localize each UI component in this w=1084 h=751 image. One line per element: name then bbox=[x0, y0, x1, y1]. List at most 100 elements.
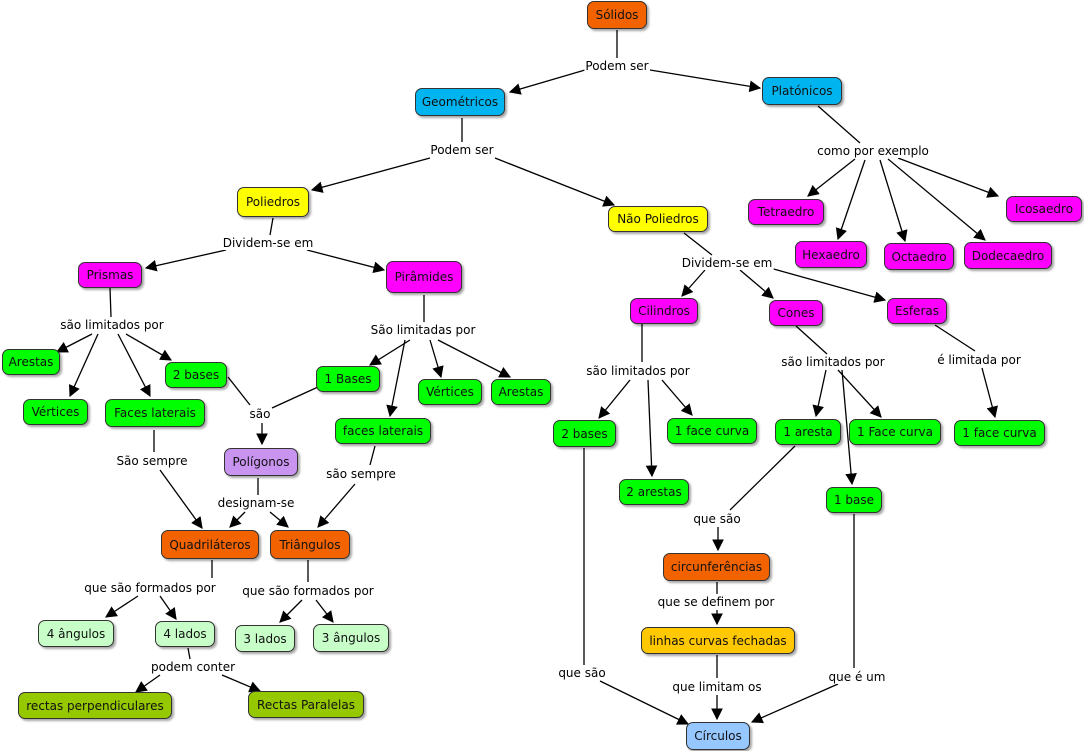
connector-line bbox=[306, 249, 386, 274]
connector-line bbox=[269, 217, 274, 236]
node-geometricos[interactable]: Geométricos bbox=[415, 88, 505, 116]
connector-line bbox=[105, 595, 139, 618]
connector-line bbox=[369, 339, 411, 366]
node-uma-face-curva-cones[interactable]: 1 Face curva bbox=[849, 419, 941, 445]
connector-line bbox=[887, 158, 986, 241]
node-vertices-prismas[interactable]: Vértices bbox=[23, 399, 88, 425]
connector-line bbox=[795, 325, 828, 355]
link-label: que são bbox=[557, 666, 607, 680]
link-label: designam-se bbox=[216, 496, 296, 510]
link-label: Dividem-se em bbox=[221, 236, 315, 250]
connector-line bbox=[739, 269, 774, 299]
node-uma-face-curva-esferas[interactable]: 1 face curva bbox=[954, 420, 1045, 446]
node-duas-bases-prismas[interactable]: 2 bases bbox=[165, 362, 227, 388]
connector-line bbox=[159, 595, 177, 620]
connector-line bbox=[437, 339, 512, 378]
node-arestas-prismas[interactable]: Arestas bbox=[2, 349, 60, 375]
node-poligonos[interactable]: Polígonos bbox=[224, 448, 298, 476]
connector-line bbox=[221, 674, 262, 693]
connector-line bbox=[750, 683, 839, 724]
node-esferas[interactable]: Esferas bbox=[887, 298, 947, 324]
connector-line bbox=[837, 369, 882, 418]
connector-line bbox=[934, 324, 976, 352]
node-platonicos[interactable]: Platónicos bbox=[762, 77, 842, 105]
connector-line bbox=[317, 483, 356, 528]
connector-line bbox=[508, 69, 586, 95]
node-quadrilateros[interactable]: Quadriláteros bbox=[161, 530, 259, 559]
node-circulos[interactable]: Círculos bbox=[686, 722, 750, 750]
node-arestas-piramides[interactable]: Arestas bbox=[491, 379, 551, 405]
node-duas-bases-cilindros[interactable]: 2 bases bbox=[553, 420, 616, 447]
node-rectas-perpendiculares[interactable]: rectas perpendiculares bbox=[18, 692, 172, 719]
connector-line bbox=[159, 469, 203, 529]
link-label: Dividem-se em bbox=[680, 256, 774, 270]
connector-line bbox=[386, 339, 406, 418]
node-icosaedro[interactable]: Icosaedro bbox=[1006, 196, 1082, 222]
node-uma-face-curva-cilindros[interactable]: 1 face curva bbox=[667, 418, 757, 444]
node-rectas-paralelas[interactable]: Rectas Paralelas bbox=[248, 691, 364, 718]
link-label: Podem ser bbox=[429, 143, 495, 157]
node-octaedro[interactable]: Octaedro bbox=[884, 243, 954, 270]
node-linhas-curvas-fechadas[interactable]: linhas curvas fechadas bbox=[641, 627, 795, 654]
link-label: são limitados por bbox=[59, 318, 165, 332]
node-tetraedro[interactable]: Tetraedro bbox=[748, 199, 824, 225]
connector-line bbox=[135, 674, 161, 693]
connector-line bbox=[229, 511, 246, 528]
node-uma-base-cones[interactable]: 1 base bbox=[826, 487, 882, 513]
link-label: que se definem por bbox=[656, 595, 776, 609]
node-dodecaedro[interactable]: Dodecaedro bbox=[964, 242, 1052, 269]
link-label: que limitam os bbox=[671, 680, 763, 694]
link-label: é limitada por bbox=[936, 353, 1022, 367]
node-prismas[interactable]: Prismas bbox=[78, 262, 142, 288]
node-tres-angulos[interactable]: 3 ângulos bbox=[313, 624, 389, 652]
node-faces-laterais-piramides[interactable]: faces laterais bbox=[335, 418, 431, 444]
node-quatro-angulos[interactable]: 4 ângulos bbox=[38, 620, 114, 647]
connector-line bbox=[683, 232, 713, 256]
connector-line bbox=[279, 599, 303, 623]
connector-line bbox=[429, 339, 444, 379]
node-hexaedro[interactable]: Hexaedro bbox=[795, 241, 867, 268]
link-label: São sempre bbox=[115, 454, 189, 468]
connector-line bbox=[841, 369, 857, 486]
node-uma-base-piramides[interactable]: 1 Bases bbox=[316, 366, 380, 392]
node-nao-poliedros[interactable]: Não Poliedros bbox=[608, 206, 708, 232]
connector-line bbox=[897, 157, 1000, 198]
connector-line bbox=[879, 159, 908, 243]
connector-line bbox=[125, 333, 173, 361]
node-solidos[interactable]: Sólidos bbox=[587, 1, 647, 29]
link-label: Podem ser bbox=[584, 59, 650, 73]
connector-line bbox=[109, 287, 112, 318]
node-poliedros[interactable]: Poliedros bbox=[237, 187, 309, 217]
connector-line bbox=[835, 159, 866, 241]
connector-line bbox=[807, 158, 856, 197]
node-vertices-piramides[interactable]: Vértices bbox=[418, 379, 482, 405]
connector-line bbox=[117, 333, 151, 398]
connector-line bbox=[645, 379, 658, 478]
node-cones[interactable]: Cones bbox=[769, 300, 823, 326]
connector-line bbox=[369, 445, 376, 466]
node-triangulos[interactable]: Triângulos bbox=[270, 530, 350, 559]
node-tres-lados[interactable]: 3 lados bbox=[235, 625, 295, 652]
link-label: que são formados por bbox=[241, 584, 375, 598]
node-duas-arestas[interactable]: 2 arestas bbox=[619, 479, 689, 505]
link-label: podem conter bbox=[149, 660, 237, 674]
connector-line bbox=[812, 369, 827, 418]
link-label: São limitadas por bbox=[369, 323, 477, 337]
node-uma-aresta[interactable]: 1 aresta bbox=[775, 419, 841, 445]
link-label: como por exemplo bbox=[816, 144, 930, 158]
node-cilindros[interactable]: Cilindros bbox=[630, 298, 698, 324]
connector-line bbox=[69, 333, 99, 398]
node-faces-laterais-prismas[interactable]: Faces laterais bbox=[105, 399, 205, 427]
link-label: são sempre bbox=[325, 467, 397, 481]
connector-line bbox=[681, 269, 706, 297]
connector-line bbox=[269, 511, 289, 528]
node-quatro-lados[interactable]: 4 lados bbox=[155, 621, 215, 647]
link-label: são bbox=[248, 407, 272, 421]
link-label: que são formados por bbox=[83, 581, 217, 595]
connector-line bbox=[599, 680, 690, 725]
node-piramides[interactable]: Pirâmides bbox=[386, 261, 462, 293]
node-circunferencias[interactable]: circunferências bbox=[663, 553, 770, 581]
connector-line bbox=[729, 445, 796, 511]
connector-line bbox=[649, 69, 762, 93]
